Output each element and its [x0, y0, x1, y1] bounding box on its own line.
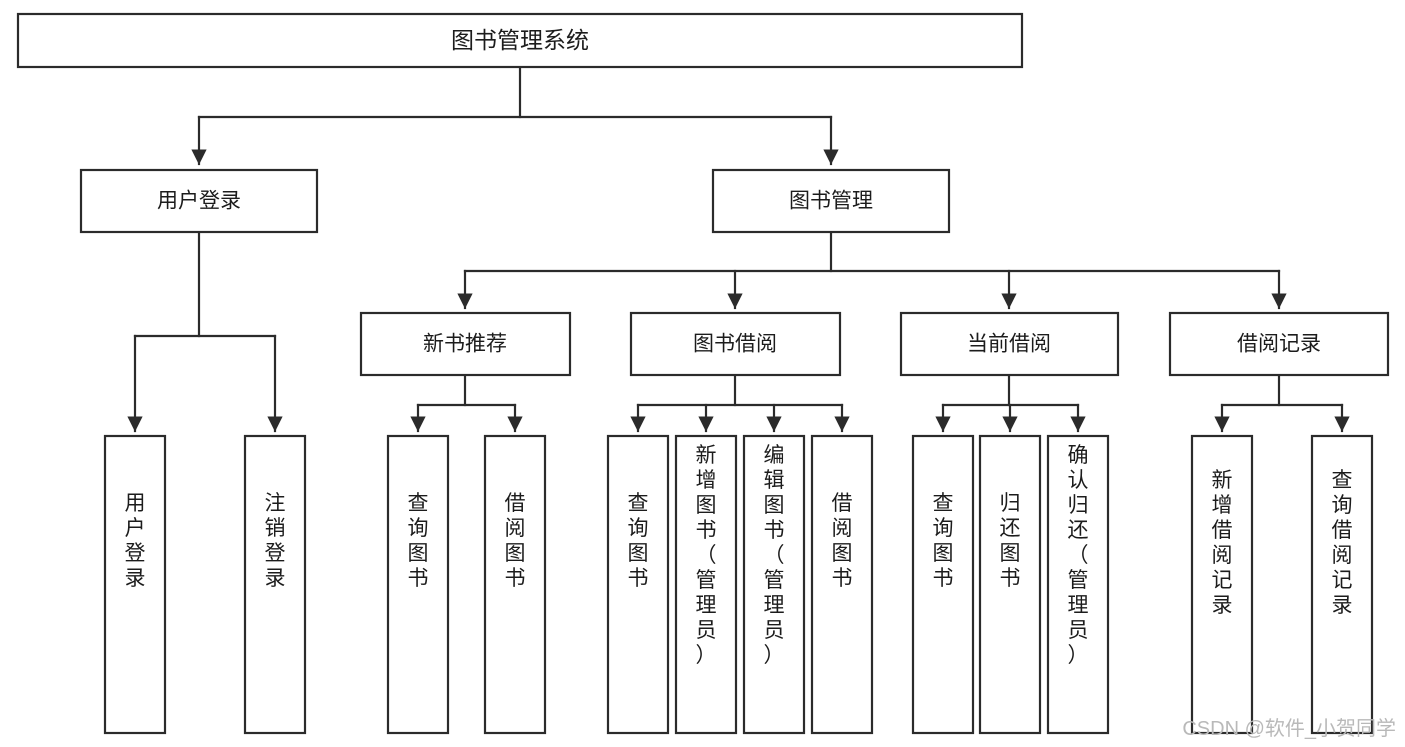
leaf-box[interactable]	[742, 434, 806, 735]
connector-group-user-login-to-leaves	[127, 230, 283, 433]
leaf-box[interactable]	[810, 434, 874, 735]
node-user-login-label: 用户登录	[157, 190, 241, 213]
leaf-node-user-login-1[interactable]: 用户登录	[103, 434, 167, 735]
node-root-label: 图书管理系统	[451, 27, 589, 53]
leaf-label-vertical: 确认归还（管理员）	[1068, 444, 1089, 667]
node-current-borrow-box[interactable]	[899, 311, 1120, 377]
leaf-box[interactable]	[1046, 434, 1110, 735]
node-borrow-record-label: 借阅记录	[1237, 333, 1321, 356]
leaf-label-vertical: 借阅图书	[832, 492, 853, 590]
leaf-box[interactable]	[103, 434, 167, 735]
connector-group-current-borrow-to-leaves	[935, 373, 1086, 433]
leaf-label-vertical: 查询图书	[933, 492, 954, 590]
leaf-box[interactable]	[1190, 434, 1254, 735]
leaf-node-borrow-record-2[interactable]: 查询借阅记录	[1310, 434, 1374, 735]
leaf-label-vertical: 查询图书	[408, 492, 429, 590]
connector-group-book-borrow-to-leaves	[630, 373, 850, 433]
leaf-node-current-borrow-2[interactable]: 归还图书	[978, 434, 1042, 735]
connector-group-borrow-record-to-leaves	[1214, 373, 1350, 433]
leaf-box[interactable]	[674, 434, 738, 735]
leaf-node-current-borrow-1[interactable]: 查询图书	[911, 434, 975, 735]
csdn-watermark: CSDN @软件_小贺同学	[1182, 717, 1396, 740]
node-book-borrow-label: 图书借阅	[693, 333, 777, 356]
leaf-node-current-borrow-3[interactable]: 确认归还（管理员）	[1046, 434, 1110, 735]
leaf-label-vertical: 新增图书（管理员）	[696, 444, 717, 667]
node-book-borrow-box[interactable]	[629, 311, 842, 377]
leaf-node-book-borrow-3[interactable]: 编辑图书（管理员）	[742, 434, 806, 735]
node-current-borrow[interactable]: 当前借阅	[899, 311, 1120, 377]
leaf-box[interactable]	[483, 434, 547, 735]
node-user-login-box[interactable]	[79, 168, 319, 234]
leaf-node-borrow-record-1[interactable]: 新增借阅记录	[1190, 434, 1254, 735]
leaf-box[interactable]	[978, 434, 1042, 735]
node-new-book-recommend-label: 新书推荐	[423, 333, 507, 356]
node-new-book-recommend-box[interactable]	[359, 311, 572, 377]
leaf-label-vertical: 编辑图书（管理员）	[764, 444, 785, 667]
leaf-node-book-borrow-2[interactable]: 新增图书（管理员）	[674, 434, 738, 735]
leaf-label-vertical: 查询图书	[628, 492, 649, 590]
leaf-node-user-login-2[interactable]: 注销登录	[243, 434, 307, 735]
node-user-login[interactable]: 用户登录	[79, 168, 319, 234]
node-book-borrow[interactable]: 图书借阅	[629, 311, 842, 377]
leaf-label-vertical: 归还图书	[1000, 492, 1021, 590]
leaf-box[interactable]	[243, 434, 307, 735]
leaf-label-vertical: 借阅图书	[505, 492, 526, 590]
leaf-node-new-book-recommend-2[interactable]: 借阅图书	[483, 434, 547, 735]
node-new-book-recommend[interactable]: 新书推荐	[359, 311, 572, 377]
node-borrow-record-box[interactable]	[1168, 311, 1390, 377]
connector-group-book-management-to-level3	[457, 230, 1287, 310]
leaf-box[interactable]	[606, 434, 670, 735]
node-book-management-label: 图书管理	[789, 190, 873, 213]
node-book-management-box[interactable]	[711, 168, 951, 234]
leaf-node-new-book-recommend-1[interactable]: 查询图书	[386, 434, 450, 735]
leaf-label-vertical: 注销登录	[265, 492, 286, 590]
leaf-node-book-borrow-4[interactable]: 借阅图书	[810, 434, 874, 735]
leaf-box[interactable]	[386, 434, 450, 735]
leaf-label-vertical: 用户登录	[125, 492, 146, 590]
leaf-box[interactable]	[1310, 434, 1374, 735]
node-root-book-management-system[interactable]: 图书管理系统	[16, 12, 1024, 69]
leaf-node-book-borrow-1[interactable]: 查询图书	[606, 434, 670, 735]
node-borrow-record[interactable]: 借阅记录	[1168, 311, 1390, 377]
connector-group-new-book-recommend-to-leaves	[410, 373, 523, 433]
node-root-box[interactable]	[16, 12, 1024, 69]
node-current-borrow-label: 当前借阅	[967, 333, 1051, 356]
leaf-label-vertical: 新增借阅记录	[1212, 469, 1233, 617]
leaf-label-vertical: 查询借阅记录	[1332, 469, 1353, 617]
node-book-management[interactable]: 图书管理	[711, 168, 951, 234]
leaf-box[interactable]	[911, 434, 975, 735]
connector-group-root-to-level2	[191, 65, 839, 166]
